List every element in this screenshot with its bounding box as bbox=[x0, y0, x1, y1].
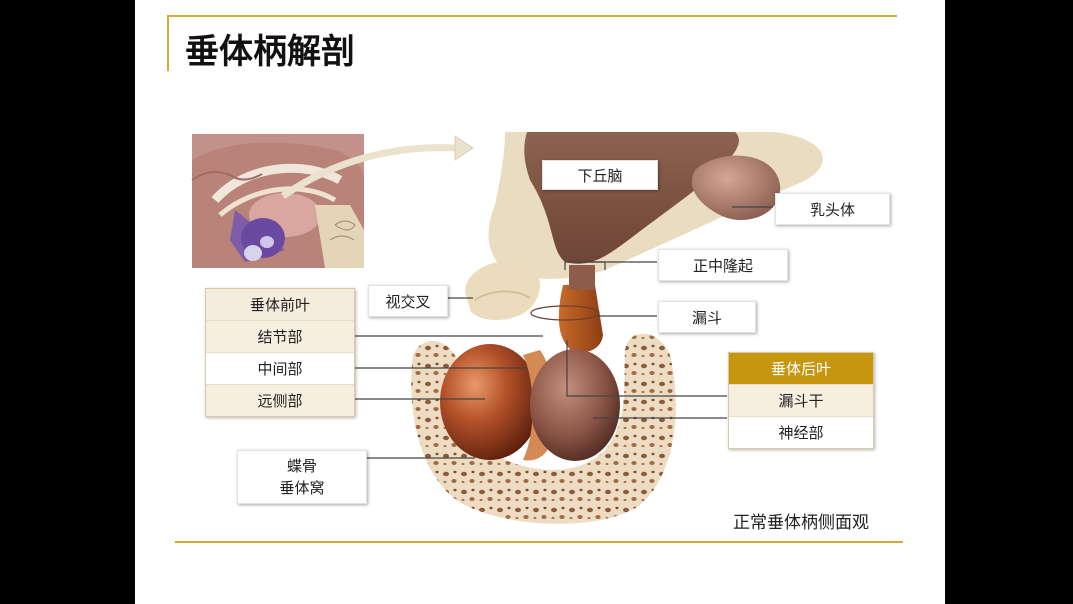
brain-inset bbox=[191, 134, 364, 268]
posterior-lobe-header: 垂体后叶 bbox=[729, 353, 873, 384]
posterior-lobe-part: 漏斗干 bbox=[729, 384, 873, 416]
anterior-lobe-shape bbox=[440, 344, 540, 460]
posterior-lobe-part: 神经部 bbox=[729, 416, 873, 448]
label-hypothalamus: 下丘脑 bbox=[542, 160, 658, 190]
anterior-lobe-header: 垂体前叶 bbox=[206, 289, 354, 320]
posterior-lobe-shape bbox=[530, 349, 620, 461]
anterior-lobe-part: 结节部 bbox=[206, 320, 354, 352]
anterior-lobe-table: 垂体前叶 结节部 中间部 远侧部 bbox=[205, 288, 355, 417]
label-sella-line1: 蝶骨 bbox=[286, 457, 317, 475]
label-median-eminence: 正中隆起 bbox=[658, 249, 788, 281]
bottom-rule bbox=[175, 541, 903, 543]
pointer-arrow bbox=[281, 144, 456, 199]
posterior-lobe-table: 垂体后叶 漏斗干 神经部 bbox=[728, 352, 874, 449]
label-sella-turcica: 蝶骨 垂体窝 bbox=[237, 450, 367, 504]
anterior-lobe-part: 中间部 bbox=[206, 352, 354, 384]
leader-lines bbox=[355, 206, 773, 459]
label-mammillary-body: 乳头体 bbox=[775, 193, 890, 225]
slide-title: 垂体柄解剖 bbox=[185, 32, 355, 72]
title-rule bbox=[169, 15, 897, 17]
arrow-head-icon bbox=[454, 135, 474, 161]
figure-caption: 正常垂体柄侧面观 bbox=[733, 513, 869, 533]
anterior-lobe-part: 远侧部 bbox=[206, 384, 354, 416]
title-rule-tick bbox=[167, 15, 169, 71]
label-optic-chiasm: 视交叉 bbox=[368, 285, 448, 317]
slide: 垂体柄解剖 bbox=[135, 0, 945, 604]
label-infundibulum: 漏斗 bbox=[658, 301, 756, 333]
label-sella-line2: 垂体窝 bbox=[279, 479, 325, 497]
